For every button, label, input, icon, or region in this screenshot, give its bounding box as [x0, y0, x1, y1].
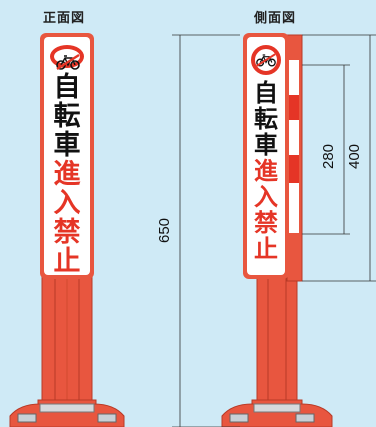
sign-char-red: 禁 [53, 217, 81, 248]
front-view-title: 正面図 [43, 11, 86, 26]
sign-char-red: 止 [53, 246, 81, 277]
sign-char-black: 車 [254, 131, 278, 159]
sign-char-red: 進 [254, 157, 278, 185]
no-bicycle-icon [251, 45, 281, 75]
side-reflector-board [286, 34, 303, 282]
sign-char-red: 入 [53, 188, 81, 219]
sign-char-black: 転 [53, 101, 81, 132]
side-post [221, 269, 333, 427]
sign-char-black: 車 [53, 130, 81, 161]
sign-char-red: 進 [53, 159, 81, 190]
dimension-panel-height: 400 [346, 143, 364, 170]
front-post [9, 269, 125, 427]
side-view-title: 側面図 [254, 11, 297, 26]
front-sign-panel: 自 転 車 進 入 禁 止 [40, 33, 94, 279]
side-sign-panel: 自 転 車 進 入 禁 止 [243, 33, 289, 279]
dimension-total-height: 650 [156, 217, 174, 244]
front-sign-face: 自 転 車 進 入 禁 止 [44, 37, 90, 275]
side-sign-face: 自 転 車 進 入 禁 止 [247, 37, 285, 275]
sign-char-red: 禁 [254, 209, 278, 237]
dimension-stripe-height: 280 [320, 143, 338, 170]
sign-char-red: 入 [254, 183, 278, 211]
sign-char-black: 自 [254, 79, 278, 107]
sign-char-black: 自 [53, 72, 81, 103]
sign-char-red: 止 [254, 235, 278, 263]
no-bicycle-icon [50, 45, 84, 70]
dimension-lines [172, 34, 376, 427]
sign-char-black: 転 [254, 105, 278, 133]
